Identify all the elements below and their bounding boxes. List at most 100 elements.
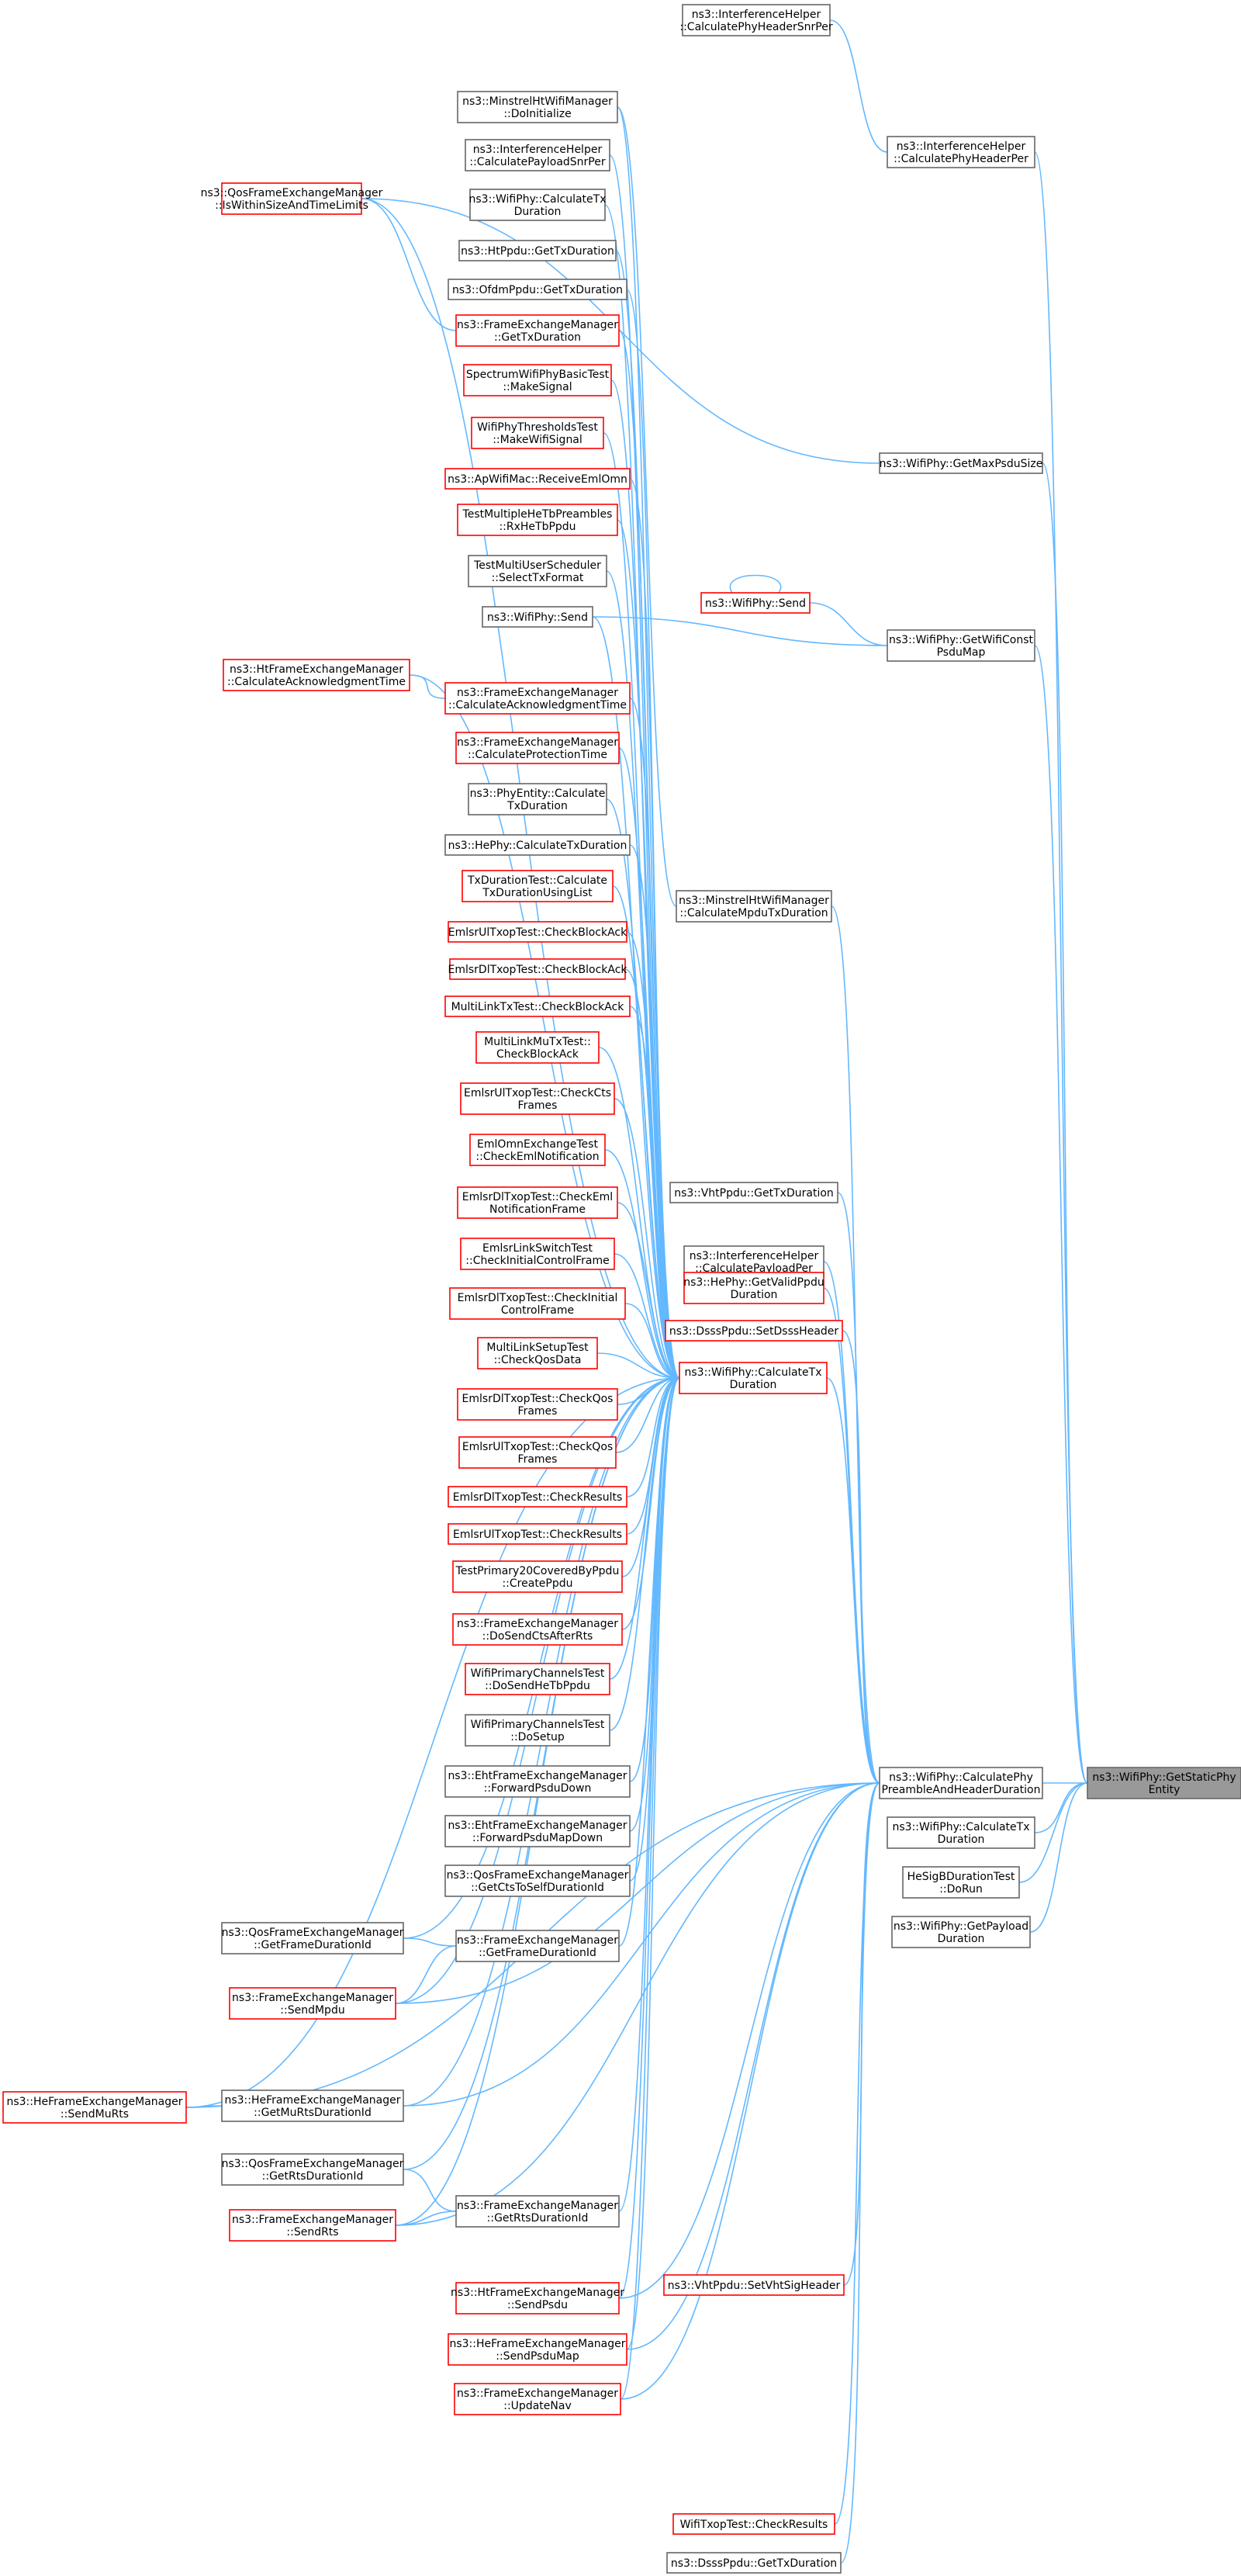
node-box xyxy=(891,1916,1031,1948)
node-emlsrultxoptest-checkresults[interactable]: EmlsrUlTxopTest::CheckResults xyxy=(448,1523,627,1545)
node-ns3-phyentity-calculate-txduration[interactable]: ns3::PhyEntity::CalculateTxDuration xyxy=(468,783,607,815)
node-ns3-dsssppdu-gettxduration[interactable]: ns3::DsssPpdu::GetTxDuration xyxy=(666,2552,842,2574)
node-label: ::CalculateAcknowledgmentTime xyxy=(227,676,406,688)
node-wifiprimarychannelstest-dosetup[interactable]: WifiPrimaryChannelsTest::DoSetup xyxy=(465,1714,610,1747)
node-label: Frames xyxy=(518,1405,558,1418)
node-ns3-wifiphy-send[interactable]: ns3::WifiPhy::Send xyxy=(482,606,593,628)
node-ns3-heframeexchangemanager-sendmurts[interactable]: ns3::HeFrameExchangeManager::SendMuRts xyxy=(2,2091,187,2124)
node-ns3-frameexchangemanager-calculateacknowledgmenttime[interactable]: ns3::FrameExchangeManager::CalculateAckn… xyxy=(444,682,631,715)
node-ns3-htframeexchangemanager-sendpsdu[interactable]: ns3::HtFrameExchangeManager::SendPsdu xyxy=(451,2282,624,2315)
node-ns3-interferencehelper-calculatephyheaderper[interactable]: ns3::InterferenceHelper::CalculatePhyHea… xyxy=(887,136,1035,168)
node-ns3-dsssppdu-setdsssheader[interactable]: ns3::DsssPpdu::SetDsssHeader xyxy=(665,1320,843,1342)
node-ns3-wifiphy-calculatetx-duration[interactable]: ns3::WifiPhy::CalculateTxDuration xyxy=(469,189,607,221)
node-emlsrlinkswitchtest-checkinitialcontrolframe[interactable]: EmlsrLinkSwitchTest::CheckInitialControl… xyxy=(460,1238,615,1270)
node-ns3-htframeexchangemanager-calculateacknowledgmenttime[interactable]: ns3::HtFrameExchangeManager::CalculateAc… xyxy=(223,659,410,691)
node-ns3-frameexchangemanager-gettxduration[interactable]: ns3::FrameExchangeManager::GetTxDuration xyxy=(455,314,620,347)
node-emlsrdltxoptest-checkinitial-controlframe[interactable]: EmlsrDlTxopTest::CheckInitialControlFram… xyxy=(449,1287,626,1320)
node-label: ::GetRtsDurationId xyxy=(487,2212,589,2225)
node-label: EmlsrUlTxopTest::CheckCts xyxy=(464,1087,611,1099)
node-ns3-qosframeexchangemanager-getframedurationid[interactable]: ns3::QosFrameExchangeManager::GetFrameDu… xyxy=(221,1922,404,1955)
node-ns3-wifiphy-getmaxpsdusize[interactable]: ns3::WifiPhy::GetMaxPsduSize xyxy=(879,452,1043,474)
node-multilinksetuptest-checkqosdata[interactable]: MultiLinkSetupTest::CheckQosData xyxy=(477,1337,598,1369)
node-emlsrdltxoptest-checkeml-notificationframe[interactable]: EmlsrDlTxopTest::CheckEmlNotificationFra… xyxy=(457,1186,618,1219)
node-label: TestMultiUserScheduler xyxy=(473,559,601,572)
node-emlsrdltxoptest-checkblockack[interactable]: EmlsrDlTxopTest::CheckBlockAck xyxy=(448,958,627,980)
node-ns3-heframeexchangemanager-sendpsdumap[interactable]: ns3::HeFrameExchangeManager::SendPsduMap xyxy=(448,2333,627,2366)
node-ns3-wifiphy-send[interactable]: ns3::WifiPhy::Send xyxy=(700,592,811,614)
node-multilinktxtest-checkblockack[interactable]: MultiLinkTxTest::CheckBlockAck xyxy=(444,995,631,1017)
node-box xyxy=(458,240,617,261)
node-label: Duration xyxy=(514,206,562,218)
edge-c42-to-cpphd xyxy=(618,1782,880,2299)
node-ns3-minstrelhtwifimanager-calculatempdutxduration[interactable]: ns3::MinstrelHtWifiManager::CalculateMpd… xyxy=(676,890,832,923)
node-ns3-ofdmppdu-gettxduration[interactable]: ns3::OfdmPpdu::GetTxDuration xyxy=(448,279,627,300)
node-ns3-frameexchangemanager-calculateprotectiontime[interactable]: ns3::FrameExchangeManager::CalculateProt… xyxy=(455,732,620,764)
node-label: ns3::WifiPhy::CalculateTx xyxy=(469,193,607,206)
node-ns3-htppdu-gettxduration[interactable]: ns3::HtPpdu::GetTxDuration xyxy=(458,240,617,261)
node-ns3-qosframeexchangemanager-iswithinsizeandtimelimits[interactable]: ns3::QosFrameExchangeManager::IsWithinSi… xyxy=(201,182,383,215)
node-box xyxy=(465,139,610,171)
node-emlomnexchangetest-checkemlnotification[interactable]: EmlOmnExchangeTest::CheckEmlNotification xyxy=(469,1134,606,1166)
node-wifitxoptest-checkresults[interactable]: WifiTxopTest::CheckResults xyxy=(672,2513,835,2535)
node-box xyxy=(444,1765,631,1798)
node-ns3-heframeexchangemanager-getmurtsdurationid[interactable]: ns3::HeFrameExchangeManager::GetMuRtsDur… xyxy=(221,2090,404,2122)
node-box xyxy=(444,834,631,856)
node-spectrumwifiphybasictest-makesignal[interactable]: SpectrumWifiPhyBasicTest::MakeSignal xyxy=(463,364,612,396)
node-box xyxy=(477,1337,598,1369)
node-wifiphythresholdstest-makewifisignal[interactable]: WifiPhyThresholdsTest::MakeWifiSignal xyxy=(471,417,604,449)
node-label: ns3::WifiPhy::CalculateTx xyxy=(685,1366,822,1379)
node-ns3-vhtppdu-setvhtsigheader[interactable]: ns3::VhtPpdu::SetVhtSigHeader xyxy=(663,2274,845,2296)
node-ns3-wifiphy-calculatetx-duration[interactable]: ns3::WifiPhy::CalculateTxDuration xyxy=(679,1362,828,1394)
edge-fsendmpdu-to-cpphd xyxy=(395,1782,880,2004)
node-txdurationtest-calculate-txdurationusinglist[interactable]: TxDurationTest::CalculateTxDurationUsing… xyxy=(461,870,614,902)
node-box xyxy=(448,279,627,300)
node-wifiprimarychannelstest-dosendhetbppdu[interactable]: WifiPrimaryChannelsTest::DoSendHeTbPpdu xyxy=(465,1663,610,1695)
node-ns3-qosframeexchangemanager-getctstoselfdurationid[interactable]: ns3::QosFrameExchangeManager::GetCtsToSe… xyxy=(444,1864,631,1897)
node-ns3-frameexchangemanager-sendrts[interactable]: ns3::FrameExchangeManager::SendRts xyxy=(229,2209,396,2242)
node-ns3-qosframeexchangemanager-getrtsdurationid[interactable]: ns3::QosFrameExchangeManager::GetRtsDura… xyxy=(221,2153,404,2186)
node-hesigbdurationtest-dorun[interactable]: HeSigBDurationTest::DoRun xyxy=(902,1866,1020,1899)
node-ns3-ehtframeexchangemanager-forwardpsdumapdown[interactable]: ns3::EhtFrameExchangeManager::ForwardPsd… xyxy=(444,1815,631,1847)
node-box xyxy=(448,2333,627,2366)
node-ns3-hephy-calculatetxduration[interactable]: ns3::HePhy::CalculateTxDuration xyxy=(444,834,631,856)
node-ns3-minstrelhtwifimanager-doinitialize[interactable]: ns3::MinstrelHtWifiManager::DoInitialize xyxy=(457,91,618,123)
node-box xyxy=(465,1714,610,1747)
node-ns3-interferencehelper-calculatephyheadersnrper[interactable]: ns3::InterferenceHelper::CalculatePhyHea… xyxy=(679,4,833,36)
edge-dsssset-to-cpphd xyxy=(842,1330,880,1784)
node-multilinkmutxtest-checkblockack[interactable]: MultiLinkMuTxTest::CheckBlockAck xyxy=(475,1031,600,1064)
node-ns3-frameexchangemanager-dosendctsafterrts[interactable]: ns3::FrameExchangeManager::DoSendCtsAfte… xyxy=(452,1613,623,1646)
node-testmultiplehetbpreambles-rxhetbppdu[interactable]: TestMultipleHeTbPreambles::RxHeTbPpdu xyxy=(457,504,618,536)
node-testmultiuserscheduler-selecttxformat[interactable]: TestMultiUserScheduler::SelectTxFormat xyxy=(468,555,607,587)
node-emlsrdltxoptest-checkresults[interactable]: EmlsrDlTxopTest::CheckResults xyxy=(448,1486,627,1508)
node-testprimary20coveredbyppdu-createppdu[interactable]: TestPrimary20CoveredByPpdu::CreatePpdu xyxy=(452,1560,623,1593)
edge-c43-to-cpphd xyxy=(626,1782,880,2350)
node-label: ns3::EhtFrameExchangeManager xyxy=(448,1819,627,1832)
node-box xyxy=(221,182,362,215)
node-label: ::CheckQosData xyxy=(494,1354,582,1366)
node-ns3-frameexchangemanager-sendmpdu[interactable]: ns3::FrameExchangeManager::SendMpdu xyxy=(229,1987,396,2020)
node-label: TestPrimary20CoveredByPpdu xyxy=(455,1565,620,1577)
node-ns3-interferencehelper-calculatepayloadsnrper[interactable]: ns3::InterferenceHelper::CalculatePayloa… xyxy=(465,139,610,171)
node-ns3-wifiphy-calculatetx-duration[interactable]: ns3::WifiPhy::CalculateTxDuration xyxy=(887,1816,1035,1849)
edge-ctx_hub-to-cpphd xyxy=(826,1377,880,1784)
node-ns3-ehtframeexchangemanager-forwardpsdudown[interactable]: ns3::EhtFrameExchangeManager::ForwardPsd… xyxy=(444,1765,631,1798)
node-ns3-apwifimac-receiveemlomn[interactable]: ns3::ApWifiMac::ReceiveEmlOmn xyxy=(444,468,631,490)
node-label: ::IsWithinSizeAndTimeLimits xyxy=(215,199,368,212)
node-label: NotificationFrame xyxy=(489,1203,586,1216)
node-label: ::MakeSignal xyxy=(503,381,572,393)
node-ns3-frameexchangemanager-getframedurationid[interactable]: ns3::FrameExchangeManager::GetFrameDurat… xyxy=(455,1930,620,1962)
node-ns3-vhtppdu-gettxduration[interactable]: ns3::VhtPpdu::GetTxDuration xyxy=(669,1182,838,1203)
node-emlsrultxoptest-checkblockack[interactable]: EmlsrUlTxopTest::CheckBlockAck xyxy=(448,921,627,943)
node-label: ns3::FrameExchangeManager xyxy=(457,2387,618,2400)
node-ns3-frameexchangemanager-updatenav[interactable]: ns3::FrameExchangeManager::UpdateNav xyxy=(454,2383,621,2415)
node-ns3-frameexchangemanager-getrtsdurationid[interactable]: ns3::FrameExchangeManager::GetRtsDuratio… xyxy=(455,2195,620,2228)
node-ns3-wifiphy-calculatephy-preambleandheaderduration[interactable]: ns3::WifiPhy::CalculatePhyPreambleAndHea… xyxy=(879,1767,1043,1799)
